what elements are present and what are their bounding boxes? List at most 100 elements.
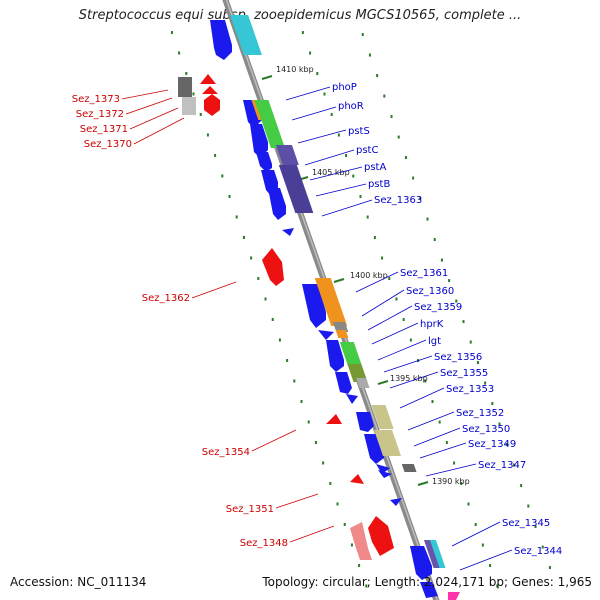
gene-label[interactable]: Sez_1373 — [72, 94, 120, 105]
tick-dot — [250, 256, 253, 260]
tick-dot — [491, 402, 494, 406]
gene-label[interactable]: phoP — [332, 82, 357, 93]
gene-label[interactable]: lgt — [428, 336, 441, 347]
gene-label[interactable]: pstA — [364, 162, 386, 173]
gene-arrow[interactable] — [202, 86, 218, 94]
gene-label[interactable]: Sez_1353 — [446, 384, 494, 395]
gene-block[interactable] — [347, 364, 368, 382]
gene-label[interactable]: Sez_1344 — [514, 546, 562, 557]
gene-arrow[interactable] — [410, 546, 432, 580]
gene-label[interactable]: pstS — [348, 126, 370, 137]
kbp-tick — [377, 380, 389, 385]
gene-arrow[interactable] — [420, 582, 438, 598]
tick-dot — [460, 482, 463, 486]
gene-label[interactable]: phoR — [338, 101, 364, 112]
tick-dot — [541, 545, 544, 549]
gene-block[interactable] — [335, 330, 349, 338]
tick-dot — [397, 135, 400, 139]
gene-block[interactable] — [275, 145, 299, 165]
tick-dot — [424, 379, 427, 383]
gene-arrow[interactable] — [326, 340, 344, 372]
gene-arrow[interactable] — [326, 414, 342, 424]
tick-dot — [433, 238, 436, 242]
gene-arrow[interactable] — [346, 394, 358, 404]
gene-label[interactable]: Sez_1345 — [502, 518, 550, 529]
gene-arrow[interactable] — [350, 522, 372, 560]
gene-label[interactable]: Sez_1371 — [80, 124, 128, 135]
gene-arrow[interactable] — [200, 74, 216, 84]
gene-arrow[interactable] — [302, 284, 326, 328]
gene-arrows-plus — [210, 15, 460, 600]
gene-arrow[interactable] — [368, 516, 394, 556]
gene-block[interactable] — [254, 100, 285, 148]
gene-arrow[interactable] — [210, 20, 232, 60]
gene-label[interactable]: Sez_1348 — [240, 538, 288, 549]
gene-block[interactable] — [278, 165, 314, 213]
tick-dot — [257, 276, 260, 280]
tick-dot — [228, 194, 231, 198]
gene-label[interactable]: pstB — [368, 179, 390, 190]
gene-arrow[interactable] — [356, 412, 374, 432]
accession-label: Accession: NC_011134 — [10, 575, 147, 589]
gene-arrow[interactable] — [318, 330, 334, 340]
gene-label[interactable]: Sez_1354 — [202, 447, 250, 458]
tick-dot — [361, 33, 364, 37]
kbp-label-1400: 1400 kbp — [350, 271, 388, 280]
tick-dot — [448, 279, 451, 283]
tick-dot — [192, 92, 195, 96]
tick-dot — [206, 133, 209, 137]
gene-label[interactable]: pstC — [356, 145, 378, 156]
leader-lines-minus — [121, 89, 335, 543]
gene-arrow[interactable] — [335, 372, 352, 394]
gene-arrow[interactable] — [376, 464, 390, 474]
gene-block[interactable] — [429, 540, 446, 568]
gene-block[interactable] — [332, 322, 349, 332]
tick-dot — [221, 174, 224, 178]
gene-label[interactable]: Sez_1351 — [226, 504, 274, 515]
gene-block[interactable] — [401, 464, 417, 472]
tick-dot — [462, 320, 465, 324]
gene-label[interactable]: hprK — [420, 319, 444, 330]
tick-dot — [467, 502, 470, 506]
gene-arrow[interactable] — [378, 470, 392, 478]
tick-dot — [469, 340, 472, 344]
gene-label[interactable]: Sez_1360 — [406, 286, 454, 297]
gene-label[interactable]: Sez_1370 — [84, 139, 132, 150]
tick-dot — [381, 256, 384, 260]
tick-dot — [359, 195, 362, 199]
gene-label[interactable]: Sez_1349 — [468, 439, 516, 450]
gene-label[interactable]: Sez_1372 — [76, 109, 124, 120]
gene-arrow[interactable] — [250, 124, 268, 158]
gene-label[interactable]: Sez_1356 — [434, 352, 482, 363]
gene-label[interactable]: Sez_1361 — [400, 268, 448, 279]
gene-label[interactable]: Sez_1352 — [456, 408, 504, 419]
gene-arrow[interactable] — [390, 498, 402, 506]
gene-label[interactable]: Sez_1347 — [478, 460, 526, 471]
gene-label[interactable]: Sez_1359 — [414, 302, 462, 313]
gene-label[interactable]: Sez_1362 — [142, 293, 190, 304]
gene-label[interactable]: Sez_1355 — [440, 368, 488, 379]
gene-block[interactable] — [374, 430, 402, 456]
gene-block[interactable] — [230, 15, 262, 55]
tick-dot — [286, 358, 289, 362]
gene-block[interactable] — [356, 378, 370, 388]
gene-arrow[interactable] — [204, 94, 220, 116]
gene-arrow[interactable] — [256, 152, 272, 172]
gene-arrow[interactable] — [448, 592, 460, 600]
kbp-tick — [261, 75, 273, 80]
gene-label[interactable]: Sez_1350 — [462, 424, 510, 435]
gene-block[interactable] — [182, 97, 196, 115]
gene-arrow[interactable] — [350, 474, 364, 484]
tick-dot — [323, 92, 326, 96]
tick-dot — [307, 420, 310, 424]
gene-block[interactable] — [314, 278, 348, 326]
tick-dot — [419, 197, 422, 201]
gene-arrow[interactable] — [268, 188, 286, 220]
tick-dot — [314, 440, 317, 444]
gene-label[interactable]: Sez_1363 — [374, 195, 422, 206]
gene-arrow[interactable] — [282, 228, 294, 236]
gene-block[interactable] — [371, 405, 394, 429]
gene-block[interactable] — [339, 342, 362, 364]
gene-arrow[interactable] — [262, 248, 284, 286]
gene-block[interactable] — [178, 77, 192, 97]
